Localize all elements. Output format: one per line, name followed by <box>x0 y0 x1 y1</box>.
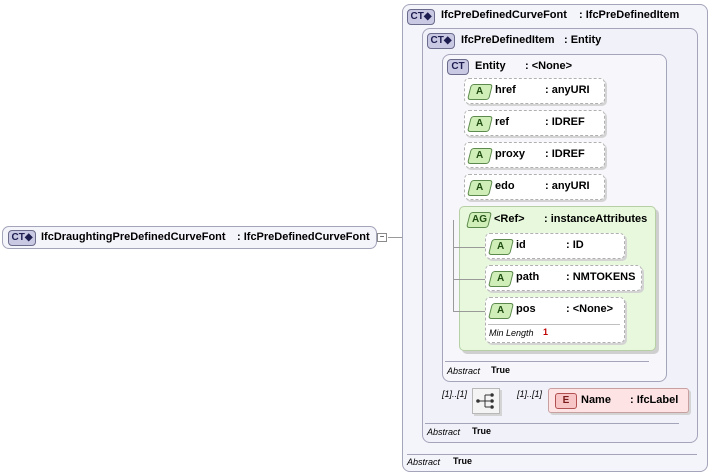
attribute-pos[interactable]: A pos : <None> Min Length 1 <box>485 297 625 343</box>
attribute-name: ref <box>495 116 510 128</box>
attribute-name: proxy <box>495 148 525 160</box>
element-name[interactable]: E Name : IfcLabel <box>548 388 689 413</box>
attribute-id[interactable]: A id : ID <box>485 233 625 259</box>
attribute-icon: A <box>488 239 514 255</box>
sequence-right-multiplicity: [1]..[1] <box>517 389 543 399</box>
expand-toggle-icon[interactable]: − <box>377 233 387 242</box>
attribute-path[interactable]: A path : NMTOKENS <box>485 265 642 291</box>
attribute-icon: A <box>467 180 493 196</box>
attribute-group-icon: AG <box>466 212 492 228</box>
attribute-group-ref[interactable]: AG <Ref> : instanceAttributes A id : ID … <box>453 206 656 351</box>
left-type-name: IfcDraughtingPreDefinedCurveFont <box>41 231 226 243</box>
outer-separator <box>407 454 697 455</box>
entity-type-name: Entity <box>475 60 506 72</box>
attribute-icon: A <box>488 303 514 319</box>
attribute-href[interactable]: A href : anyURI <box>464 78 605 104</box>
element-type: : IfcLabel <box>630 394 679 406</box>
group-connector-path <box>453 279 485 280</box>
attribute-icon: A <box>488 271 514 287</box>
complex-type-icon: CT◆ <box>8 230 36 246</box>
element-icon: E <box>555 393 577 409</box>
sequence-left-multiplicity: [1]..[1] <box>442 389 468 399</box>
group-connector-id <box>453 247 485 248</box>
outer-type-name: IfcPreDefinedCurveFont <box>441 9 567 21</box>
complex-type-icon: CT◆ <box>407 9 435 25</box>
attribute-ref[interactable]: A ref : IDREF <box>464 110 605 136</box>
attribute-type: : NMTOKENS <box>566 271 636 283</box>
middle-abstract-value: True <box>472 426 492 436</box>
attribute-type: : <None> <box>566 303 614 315</box>
complex-type-icon: CT◆ <box>427 33 455 49</box>
attribute-type: : anyURI <box>545 180 590 192</box>
attribute-group-type: : instanceAttributes <box>544 213 648 225</box>
sequence-compositor[interactable] <box>472 388 500 414</box>
group-connector-pos <box>453 311 485 312</box>
entity-type-base: : <None> <box>525 60 573 72</box>
attribute-type: : IDREF <box>545 148 585 160</box>
element-label: Name <box>581 394 611 406</box>
facet-label: Min Length <box>489 328 534 338</box>
attribute-icon: A <box>467 148 493 164</box>
attribute-proxy[interactable]: A proxy : IDREF <box>464 142 605 168</box>
attribute-icon: A <box>467 116 493 132</box>
facet-separator <box>488 324 620 325</box>
attribute-edo[interactable]: A edo : anyURI <box>464 174 605 200</box>
connector-left-to-outer <box>388 237 402 238</box>
group-connector-trunk <box>453 220 454 312</box>
attribute-type: : ID <box>566 239 584 251</box>
attribute-type: : IDREF <box>545 116 585 128</box>
middle-type-base: : Entity <box>564 34 602 46</box>
outer-type-base: : IfcPreDefinedItem <box>579 9 680 21</box>
attribute-name: edo <box>495 180 515 192</box>
left-type-box[interactable]: CT◆ IfcDraughtingPreDefinedCurveFont : I… <box>2 226 377 249</box>
attribute-name: pos <box>516 303 536 315</box>
entity-abstract-value: True <box>491 365 511 375</box>
complex-type-icon: CT <box>447 59 469 75</box>
attribute-icon: A <box>467 84 493 100</box>
entity-separator <box>445 361 649 362</box>
outer-abstract-value: True <box>453 456 473 466</box>
outer-abstract-label: Abstract <box>407 457 441 467</box>
facet-value: 1 <box>543 327 549 337</box>
attribute-name: id <box>516 239 526 251</box>
left-type-base: : IfcPreDefinedCurveFont <box>237 231 370 243</box>
middle-abstract-label: Abstract <box>427 427 461 437</box>
middle-separator <box>425 423 679 424</box>
attribute-type: : anyURI <box>545 84 590 96</box>
attribute-name: href <box>495 84 516 96</box>
entity-abstract-label: Abstract <box>447 366 481 376</box>
middle-type-name: IfcPreDefinedItem <box>461 34 555 46</box>
attribute-group-name: <Ref> <box>494 213 525 225</box>
sequence-icon <box>476 393 494 409</box>
attribute-name: path <box>516 271 540 283</box>
